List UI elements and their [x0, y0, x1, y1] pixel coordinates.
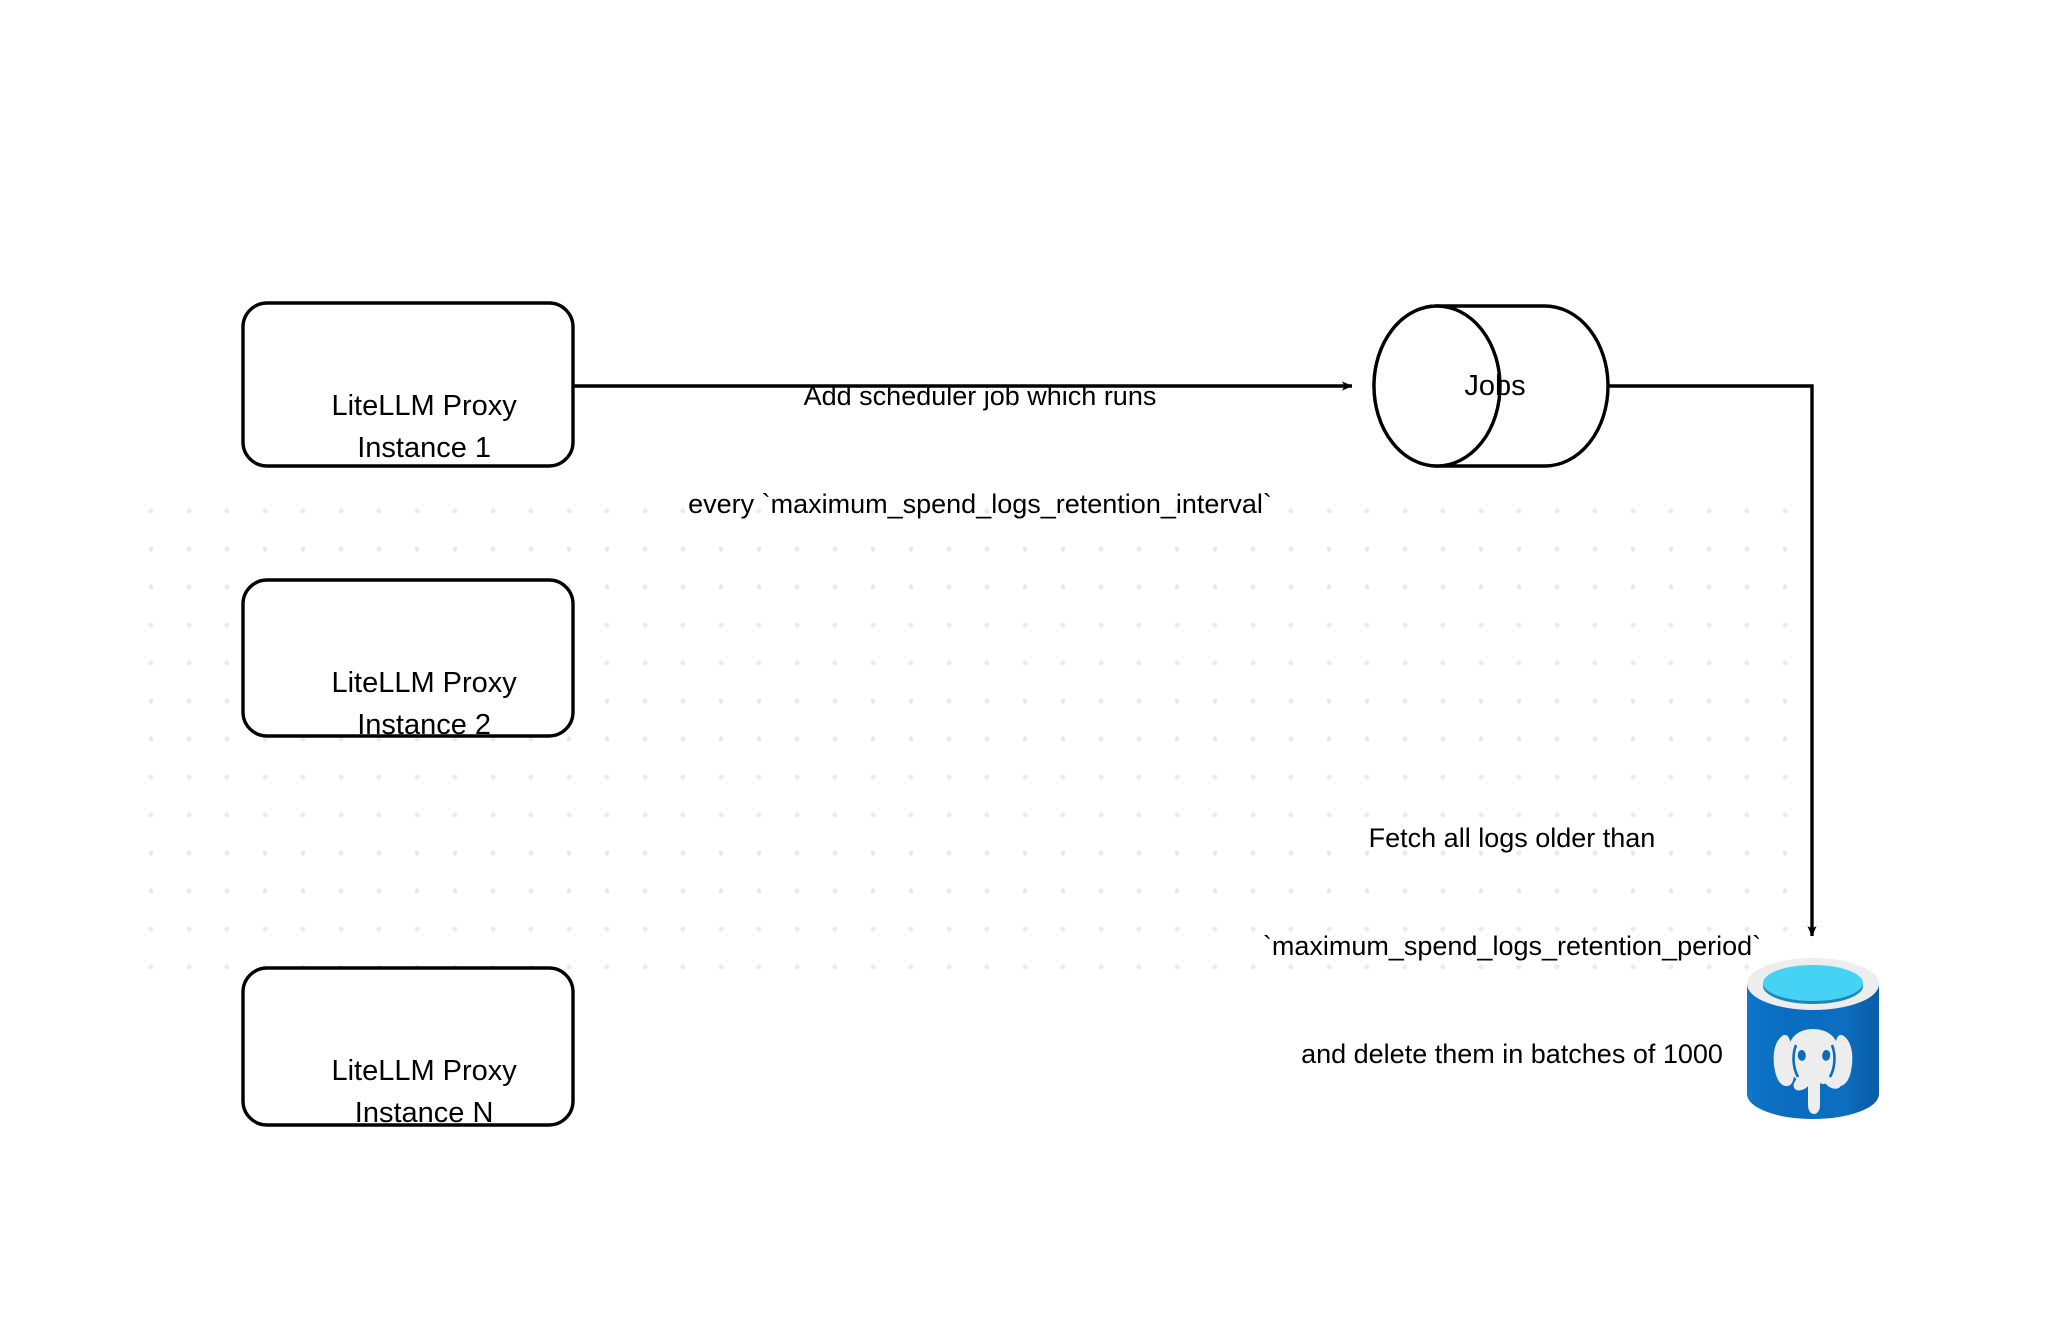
fetch-label-line-2: `maximum_spend_logs_retention_period`: [1262, 931, 1762, 961]
scheduler-label-line-2: every `maximum_spend_logs_retention_inte…: [688, 489, 1272, 519]
node-jobs-queue[interactable]: [1372, 304, 1610, 468]
fetch-label-line-1: Fetch all logs older than: [1368, 823, 1656, 853]
edge-label-fetch-delete: Fetch all logs older than `maximum_spend…: [1222, 748, 1802, 1144]
elephant-eyes: [1797, 1050, 1831, 1061]
edge-fetch-delete-arrow: [1608, 384, 1817, 937]
postgresql-icon: [1747, 958, 1879, 1119]
node-proxy-instance-n[interactable]: [241, 966, 575, 1127]
node-proxy-instance-2[interactable]: [241, 578, 575, 738]
fetch-label-line-3: and delete them in batches of 1000: [1301, 1039, 1723, 1069]
node-proxy-instance-1[interactable]: [241, 301, 575, 468]
scheduler-label-line-1: Add scheduler job which runs: [803, 381, 1157, 411]
elephant-face-lines: [1792, 1044, 1836, 1078]
edge-label-scheduler: Add scheduler job which runs every `maxi…: [585, 306, 1375, 594]
node-postgres-database[interactable]: [1744, 953, 1882, 1127]
